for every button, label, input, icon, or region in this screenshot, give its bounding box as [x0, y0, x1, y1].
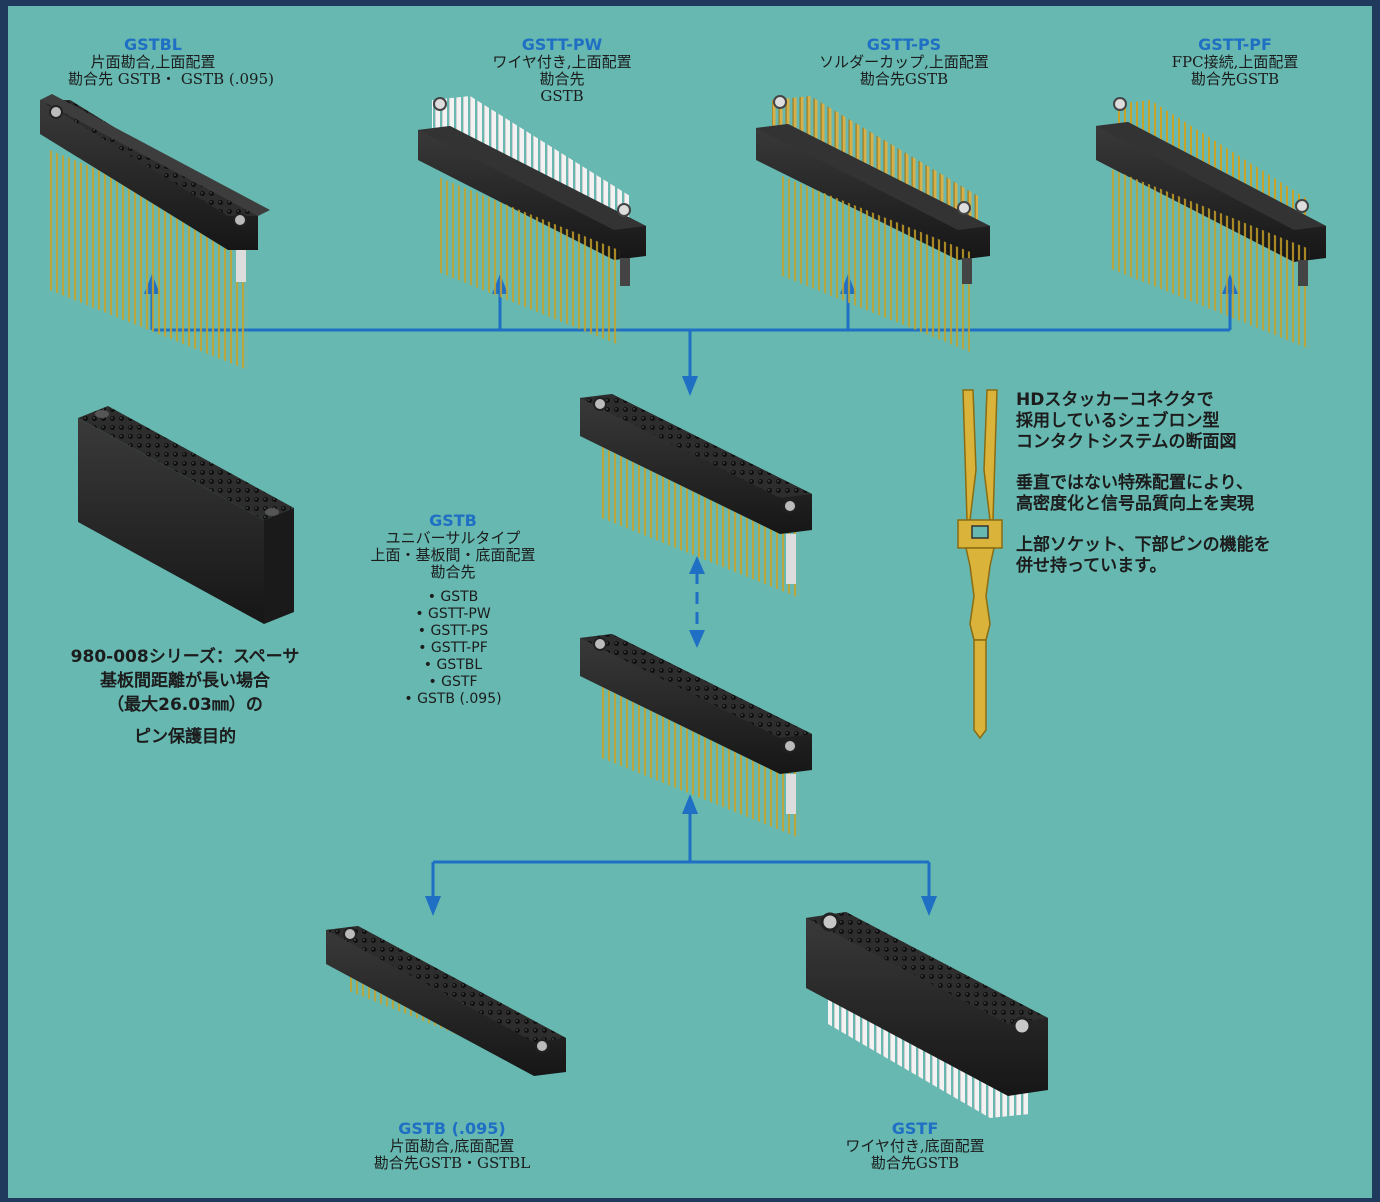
product-name: GSTB (.095) [398, 1119, 506, 1138]
arrow-down-icon [921, 896, 937, 916]
note-line: HDスタッカーコネクタで [1016, 390, 1214, 410]
product-desc-line: 片面勘合,上面配置 [90, 53, 216, 71]
spacer-caption-line: 980-008シリーズ：スペーサ [70, 647, 300, 667]
product-name: GSTT-PW [521, 35, 603, 54]
product-label-gstb: GSTB ユニバーサルタイプ 上面・基板間・底面配置 勘合先 [334, 512, 572, 581]
product-desc-line: ユニバーサルタイプ [385, 529, 521, 547]
mate-list-item: • GSTT-PF [418, 640, 488, 656]
note-line: 併せ持っています。 [1016, 556, 1167, 576]
spacer-caption: 980-008シリーズ：スペーサ 基板間距離が長い場合 （最大26.03㎜）の … [40, 645, 330, 749]
gstt-ps-connector-image [756, 95, 990, 352]
product-label-gstb-095: GSTB (.095) 片面勘合,底面配置 勘合先GSTB・GSTBL [352, 1120, 552, 1172]
product-label-gstt-pf: GSTT-PF FPC接続,上面配置 勘合先GSTB [1140, 36, 1330, 88]
contact-note: HDスタッカーコネクタで 採用しているシェブロン型 コンタクトシステムの断面図 … [1016, 390, 1356, 577]
note-line: 垂直ではない特殊配置により、 [1016, 473, 1253, 493]
gstb-095-connector-image [326, 926, 566, 1076]
note-line: コンタクトシステムの断面図 [1016, 432, 1237, 452]
product-desc-line: 勘合先 [430, 563, 476, 581]
product-name: GSTT-PF [1198, 35, 1272, 54]
spacer-caption-line: ピン保護目的 [134, 727, 236, 747]
gstb-upper-connector-image [580, 394, 812, 599]
note-spacer [1016, 453, 1356, 473]
product-desc-line: 上面・基板間・底面配置 [370, 546, 536, 564]
arrow-up-icon [689, 556, 705, 574]
product-desc-line: 勘合先GSTB [1190, 70, 1280, 88]
product-desc-line: ワイヤ付き,上面配置 [492, 53, 632, 71]
product-name: GSTT-PS [866, 35, 942, 54]
gstt-pf-connector-image [1096, 97, 1326, 350]
product-label-gstf: GSTF ワイヤ付き,底面配置 勘合先GSTB [815, 1120, 1015, 1172]
spacer-caption-line: 基板間距離が長い場合 [100, 671, 270, 691]
product-desc-line: 勘合先GSTB・GSTBL [373, 1154, 531, 1172]
connection-arrows [150, 292, 1232, 898]
note-spacer [1016, 515, 1356, 535]
product-name: GSTF [891, 1119, 939, 1138]
product-label-gstbl: GSTBL 片面勘合,上面配置 勘合先 GSTB・ GSTB (.095) [68, 35, 274, 88]
product-desc-line: ワイヤ付き,底面配置 [845, 1137, 985, 1155]
arrow-down-icon [682, 376, 698, 396]
gstf-connector-image [806, 912, 1048, 1118]
product-name: GSTBL [124, 35, 182, 54]
product-label-gstt-ps: GSTT-PS ソルダーカップ,上面配置 勘合先GSTB [784, 36, 1024, 88]
gstb-mate-list: • GSTB • GSTT-PW • GSTT-PS • GSTT-PF • G… [388, 589, 518, 708]
note-line: 高密度化と信号品質向上を実現 [1016, 494, 1254, 514]
arrow-down-icon [689, 630, 705, 648]
mate-list-item: • GSTT-PS [417, 623, 489, 639]
gstt-pw-connector-image [418, 96, 646, 346]
mate-list-item: • GSTB [427, 589, 479, 605]
mate-list-item: • GSTB (.095) [404, 691, 502, 707]
mate-list-item: • GSTF [428, 674, 478, 690]
product-desc-line: 勘合先 [539, 70, 585, 88]
mate-list-item: • GSTT-PW [415, 606, 491, 622]
product-label-gstt-pw: GSTT-PW ワイヤ付き,上面配置 勘合先 GSTB [462, 36, 662, 105]
arrow-up-icon [682, 794, 698, 814]
spacer-caption-line: （最大26.03㎜）の [107, 695, 263, 715]
product-desc-line: 勘合先 GSTB・ GSTB (.095) [68, 70, 274, 88]
note-line: 採用しているシェブロン型 [1016, 411, 1220, 431]
product-desc-line: 片面勘合,底面配置 [389, 1137, 515, 1155]
mate-list-item: • GSTBL [423, 657, 483, 673]
gstbl-connector-image [40, 94, 270, 371]
note-line: 上部ソケット、下部ピンの機能を [1016, 535, 1271, 555]
product-name: GSTB [429, 511, 477, 530]
gstb-lower-connector-image [580, 634, 812, 839]
product-desc-line: 勘合先GSTB [870, 1154, 960, 1172]
spacer-980-008-image [78, 406, 294, 624]
product-desc-line: GSTB [540, 87, 584, 105]
product-desc-line: FPC接続,上面配置 [1171, 53, 1299, 71]
arrow-down-icon [425, 896, 441, 916]
product-desc-line: ソルダーカップ,上面配置 [819, 53, 989, 71]
product-desc-line: 勘合先GSTB [859, 70, 949, 88]
chevron-contact-image [957, 389, 1003, 740]
